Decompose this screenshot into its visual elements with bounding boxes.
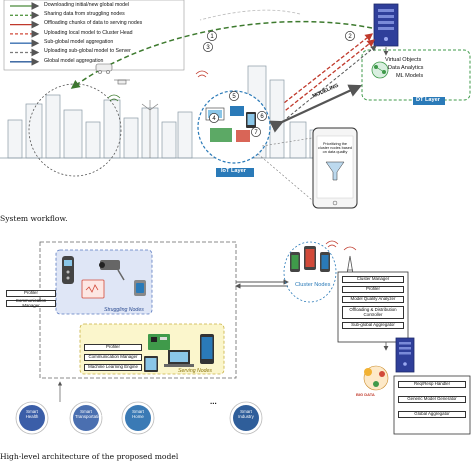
app-label-4: Smart Industry <box>238 409 254 419</box>
struggling-nodes-label: Struggling Nodes <box>104 307 144 313</box>
step-badge-6 <box>257 111 267 121</box>
struggling-module-2: Communication Manager <box>6 298 56 307</box>
cluster-module-1: Cluster Manager <box>342 276 404 283</box>
legend-item-3: Offloading chunks of data to serving nod… <box>44 20 143 27</box>
cluster-nodes-label: Cluster Nodes <box>295 282 331 288</box>
struggling-module-1: Profiler <box>6 290 56 297</box>
modeling-arrow <box>269 84 362 133</box>
step-badge-4 <box>209 113 219 123</box>
monitor-icon <box>81 279 105 299</box>
phone-callout-line <box>261 137 313 147</box>
app-circle-fill-4 <box>233 405 259 431</box>
fig2-caption: High-level architecture of the proposed … <box>0 452 179 461</box>
legend-item-7: Global model aggregation <box>44 57 104 64</box>
step-badge-3 <box>203 42 213 52</box>
iot-layer-circle <box>197 90 271 164</box>
step-badges: 1 2 3 4 5 6 7 <box>203 31 355 137</box>
camera-icon <box>99 260 125 281</box>
vehicle-icon <box>95 63 113 74</box>
phone-callout-line-2 <box>257 153 313 201</box>
step-badge-1 <box>207 31 217 41</box>
app-label-3: Smart Home <box>132 409 144 419</box>
step-number-4: 4 <box>212 116 216 122</box>
cloud-dashed-line <box>199 9 301 21</box>
dt-layer-label: DT Layer <box>416 97 440 103</box>
server-icon-2 <box>395 337 415 373</box>
step-badge-2 <box>345 31 355 41</box>
step-badge-5 <box>229 91 239 101</box>
cluster-module-4: Offloading & Distribution Controller <box>342 306 404 320</box>
nodes-outer-box <box>39 241 237 379</box>
step-badge-7 <box>251 127 261 137</box>
tablet-icon <box>144 356 158 372</box>
upload-subglobal-arrow <box>286 45 377 119</box>
cluster-wifi-icon <box>325 240 339 248</box>
app-circle-fill-3 <box>125 405 151 431</box>
legend-lines <box>10 2 40 66</box>
apps-ellipsis: ... <box>210 397 217 406</box>
legend-item-5: Sub-global model aggregation <box>44 39 114 45</box>
dt-item-ml-models: ML Models <box>396 73 424 79</box>
phone-serving-icon <box>200 334 214 364</box>
step-number-1: 1 <box>210 34 214 40</box>
dt-layer-tag <box>413 97 445 105</box>
upload-local-model-arrow <box>274 33 374 111</box>
big-data-label: BIG DATA <box>356 392 375 397</box>
legend-item-1: Downloading initial/new global model <box>44 1 130 8</box>
legend-item-2: Sharing data from struggling nodes <box>44 11 125 18</box>
city-cluster-circle <box>28 83 122 177</box>
laptop-icon <box>164 350 194 367</box>
iot-layer-tag <box>216 168 254 177</box>
serving-module-1: Profiler <box>84 344 142 351</box>
server-module-2: Generic Model Generator <box>398 396 466 403</box>
fig1-caption: System workflow. <box>0 214 68 223</box>
city-skyline-icon <box>7 65 325 159</box>
remote-icon <box>62 256 74 284</box>
cluster-module-5: Sub-global Aggregator <box>342 322 404 330</box>
app-circle-fill-2 <box>73 405 99 431</box>
drone-icon <box>114 79 130 85</box>
dt-network-icon <box>371 61 389 79</box>
step-number-7: 7 <box>254 130 258 136</box>
cluster-module-3: Model Quality Analyzer <box>342 296 404 303</box>
step-number-2: 2 <box>348 34 352 40</box>
server-module-3: Global Aggregator <box>398 411 466 418</box>
serving-module-3: Machine Learning Engine <box>84 364 142 371</box>
dt-item-data-analytics: Data Analytics <box>388 65 424 71</box>
step-number-5: 5 <box>232 94 236 100</box>
app-circle-fill-1 <box>19 405 45 431</box>
smartphone-icon <box>312 127 358 209</box>
server-icon <box>373 3 399 47</box>
iot-layer-label: IoT Layer <box>221 168 246 174</box>
phone-caption: Prioritizing the cluster nodes based on … <box>318 142 352 154</box>
step-number-6: 6 <box>260 114 264 120</box>
cluster-devices-icon <box>290 246 330 272</box>
serving-module-2: Communication Manager <box>84 354 142 361</box>
raspberry-pi-icon <box>148 334 170 350</box>
offload-arrow <box>280 39 376 115</box>
legend-item-6: Uploading sub-global model to Server <box>44 48 131 55</box>
wind-turbine-icon <box>141 100 159 158</box>
antenna-icon <box>195 70 209 78</box>
cluster-module-2: Profiler <box>342 286 404 293</box>
big-data-icon <box>363 365 389 391</box>
app-label-2: Smart Transportation <box>75 409 104 419</box>
dt-item-virtual-objects: Virtual Objects <box>385 57 422 63</box>
app-label-1: Smart Health <box>25 409 39 419</box>
smartwatch-icon <box>134 280 146 296</box>
step-number-3: 3 <box>206 45 210 51</box>
server-module-1: Req/Resp Handler <box>398 381 466 388</box>
wifi-icon <box>107 94 121 102</box>
serving-nodes-label: Serving Nodes <box>178 368 213 374</box>
app-circles <box>15 401 263 435</box>
cluster-nodes-oval <box>283 241 337 303</box>
legend-item-4: Uploading local model to Cluster Head <box>44 29 133 36</box>
